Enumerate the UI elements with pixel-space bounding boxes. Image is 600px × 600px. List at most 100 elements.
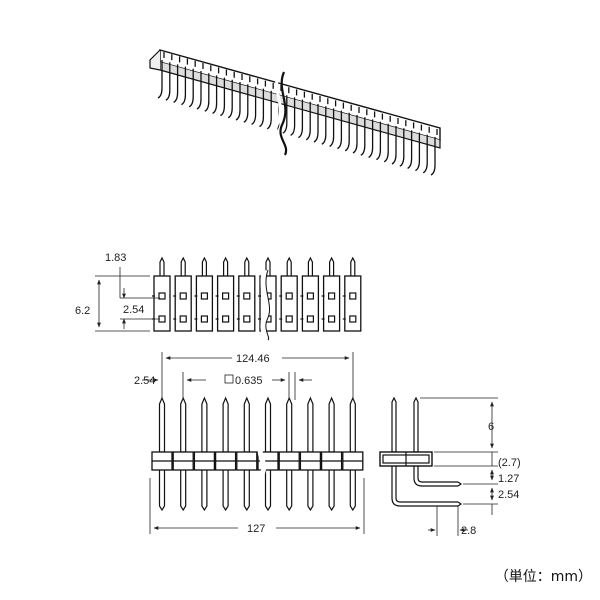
dim-124-46: 124.46 [236,353,270,365]
iso-pin [313,104,319,143]
front-pin-lower [307,470,314,512]
front-pin-upper [222,396,229,453]
iso-pin [360,117,366,156]
iso-pin [391,126,397,165]
iso-pin [212,75,218,114]
dim-127: 127 [247,523,265,535]
iso-pin [227,79,233,119]
front-view-dimensions [142,352,365,534]
front-pin-upper [349,396,356,453]
top-pin-square-upper [328,292,336,300]
dim-0-635: 0.635 [235,375,263,387]
front-pin-upper [328,396,335,453]
front-pin-lower [222,470,229,512]
front-pin-lower [328,470,335,512]
iso-pin [243,84,249,123]
top-pin-square-lower [179,315,187,323]
iso-pin [181,66,187,106]
top-pin-square-lower [200,315,208,323]
top-pin-square-upper [306,292,314,300]
dim-2-7: (2.7) [498,457,521,469]
top-pin-square-lower [306,315,314,323]
top-view-dimensions [95,267,160,332]
iso-pin [344,112,350,152]
top-pin [244,256,250,276]
front-pin-upper [243,396,250,453]
top-break-mark [260,269,270,343]
top-pin-square-upper [285,292,293,300]
iso-pin [298,99,304,139]
front-pin-lower [286,470,293,512]
front-pin-upper [264,396,272,453]
side-view-dimensions [420,397,498,536]
top-pin-housing [322,275,341,332]
top-pin-square-upper [179,292,187,300]
iso-pin [383,123,389,163]
front-break-mark [257,444,267,476]
front-pin-upper [286,396,293,453]
iso-pin [251,86,257,125]
iso-pin [196,71,202,110]
front-pin-upper [180,396,187,453]
iso-pin [157,60,163,99]
top-pin [329,256,335,276]
top-pin [180,256,186,276]
top-pin-housing [238,275,256,332]
unit-label: （単位：mm） [494,569,592,585]
front-pin-lower [243,470,250,512]
iso-pin [282,95,288,134]
top-pin-housing [174,275,192,332]
top-pin [159,256,165,276]
front-pin-upper [158,396,166,453]
top-pin-housing [344,275,362,332]
iso-pin [407,130,413,169]
top-pin-square-upper [349,292,357,300]
top-pin-square-upper [158,292,166,300]
iso-pin [368,119,374,158]
top-view-drawing [152,256,362,343]
dim-2-8: 2.8 [461,525,476,537]
top-pin-square-lower [243,315,251,323]
iso-pin [337,110,343,150]
top-pin [265,256,271,276]
iso-pin [352,115,358,154]
front-view-drawing [151,396,364,512]
iso-pin [290,97,296,136]
iso-pin [204,73,210,112]
iso-pin [220,77,226,117]
top-pin [223,256,229,276]
top-pin-square-upper [200,292,208,300]
top-pin-housing [280,275,298,332]
isometric-header-illustration [149,49,441,176]
iso-pin [173,64,179,103]
dim-2-54-row: 2.54 [123,304,144,316]
dim-6-2: 6.2 [75,305,90,317]
side-view-drawing [379,396,463,507]
top-pin-square-lower [222,315,230,323]
iso-pin [321,106,327,145]
top-break-line [265,269,271,341]
top-pin [286,256,292,276]
front-pin-lower [349,470,356,512]
iso-pin [235,82,241,121]
top-pin-square-lower [349,315,357,323]
iso-pin [259,88,265,128]
top-pin-housing [216,275,235,332]
iso-pin [399,128,405,167]
front-pin-lower [201,470,208,512]
square-symbol-icon [224,374,234,384]
dim-1-27: 1.27 [498,473,519,485]
iso-pin [165,62,171,101]
top-pin-housing [301,275,320,332]
top-pin-square-lower [328,315,336,323]
top-pin-square-lower [285,315,293,323]
front-pin-lower [158,470,166,512]
iso-pin [376,121,382,161]
dim-2-54-side: 2.54 [498,489,519,501]
top-pin [307,256,313,276]
iso-pin [305,101,311,141]
dim-6: 6 [488,421,494,433]
top-pin [201,256,207,276]
